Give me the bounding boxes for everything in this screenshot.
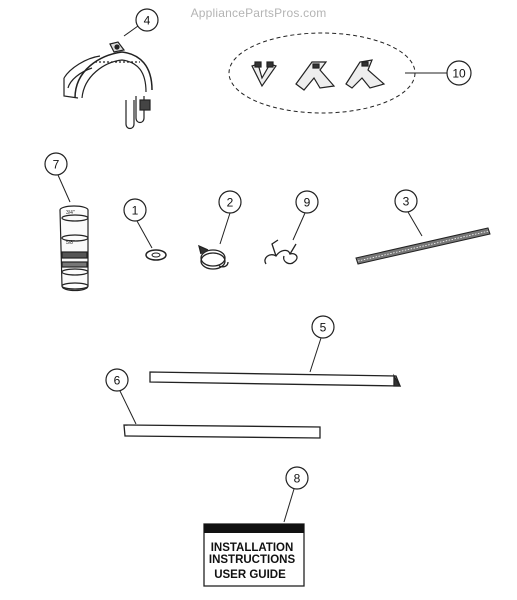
callout-3-label: 3 <box>403 195 410 209</box>
part-5-trim-strip <box>149 371 402 387</box>
callout-2-label: 2 <box>227 196 234 210</box>
hose-label-upper: 3/4" <box>66 210 75 216</box>
callout-8-label: 8 <box>294 472 301 486</box>
callout-2: 2 <box>218 190 242 214</box>
callout-4: 4 <box>135 8 159 32</box>
watermark-text: AppliancePartsPros.com <box>190 6 327 20</box>
manual-line-1: INSTALLATION <box>211 542 294 554</box>
manual-line-3: USER GUIDE <box>214 569 286 581</box>
callout-4-label: 4 <box>144 14 151 28</box>
callout-1: 1 <box>123 198 147 222</box>
callout-10: 10 <box>446 60 472 86</box>
manual-line-2: INSTRUCTIONS <box>209 554 296 566</box>
callout-5: 5 <box>311 315 335 339</box>
callout-5-label: 5 <box>320 321 327 335</box>
callout-9-label: 9 <box>304 196 311 210</box>
callout-6: 6 <box>105 368 129 392</box>
callout-6-label: 6 <box>114 374 121 388</box>
part-9-spring-clip <box>264 239 298 265</box>
callout-1-label: 1 <box>132 204 139 218</box>
part-4-hose-bracket <box>63 41 153 130</box>
callout-7-label: 7 <box>53 158 60 172</box>
callout-10-label: 10 <box>452 67 466 81</box>
callout-3: 3 <box>394 189 418 213</box>
part-3-spline-strip <box>355 227 491 265</box>
part-8-installation-manual: INSTALLATION INSTRUCTIONS USER GUIDE <box>203 523 305 587</box>
part-1-washer <box>145 249 167 261</box>
callout-9: 9 <box>295 190 319 214</box>
part-6-trim-strip <box>123 424 321 439</box>
part-2-hose-clamp <box>198 244 229 270</box>
callout-8: 8 <box>285 466 309 490</box>
part-7-hose-adapter <box>59 205 89 292</box>
hose-label-lower: 5/8" <box>66 240 75 246</box>
callout-7: 7 <box>44 152 68 176</box>
part-10-clips <box>251 59 386 91</box>
